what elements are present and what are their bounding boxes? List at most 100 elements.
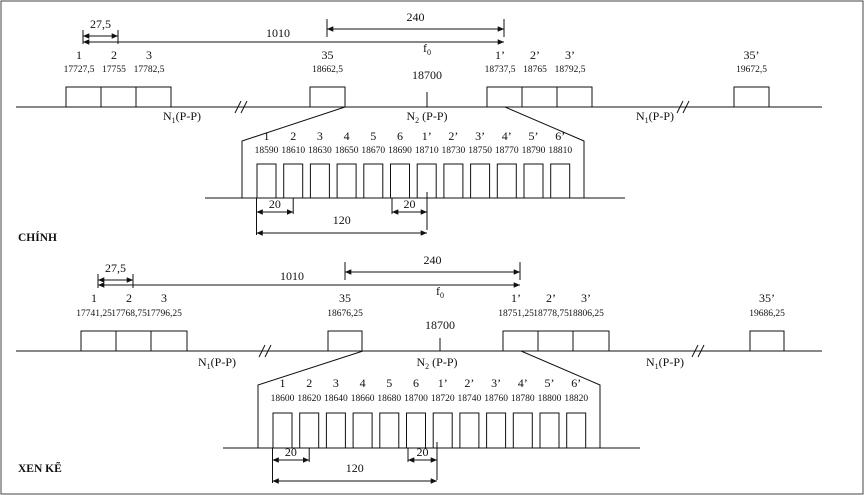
zoom-channel-number: 2 <box>306 376 312 390</box>
zoom-channel-2: 2 18620 <box>297 376 321 449</box>
zoom-channel-8: 2’18730 <box>442 129 466 199</box>
zoom-left-edge <box>241 106 346 198</box>
zoom-dim-20-right-label: 20 <box>417 445 429 459</box>
zoom-channel-frequency: 18690 <box>388 146 412 156</box>
zoom-channel-number: 2 <box>290 129 296 143</box>
zoom-dim-20-left-label: 20 <box>285 445 297 459</box>
channel-number: 35 <box>339 291 351 305</box>
channel-number: 35 <box>322 48 334 62</box>
zoom-channel-box <box>283 163 304 199</box>
channel-8: 35’19686,25 <box>749 291 785 352</box>
channel-box <box>733 86 770 108</box>
channel-box <box>65 86 102 108</box>
channel-frequency: 18806,25 <box>568 309 604 319</box>
zoom-channel-number: 6’ <box>571 376 581 390</box>
channel-frequency: 17727,5 <box>64 65 95 75</box>
channel-number: 35’ <box>744 48 760 62</box>
dim-240-label: 240 <box>407 10 425 24</box>
channel-6: 2’18765 <box>521 48 558 108</box>
zoom-channel-box <box>566 412 587 449</box>
channel-box <box>309 86 346 108</box>
channel-frequency: 17755 <box>102 65 126 75</box>
zoom-channel-number: 4’ <box>502 129 512 143</box>
zoom-left-edge <box>257 350 364 448</box>
zoom-channel-frequency: 18590 <box>255 146 279 156</box>
zoom-channel-frequency: 18750 <box>468 146 492 156</box>
channel-frequency: 18778,75 <box>533 309 569 319</box>
zoom-channel-box <box>443 163 464 199</box>
zoom-channel-frequency: 18650 <box>335 146 359 156</box>
center-frequency: 18700 <box>412 68 442 82</box>
zoom-channel-number: 1’ <box>438 376 448 390</box>
zoom-channel-number: 4’ <box>518 376 528 390</box>
zoom-channel-box <box>432 412 453 449</box>
zoom-channel-number: 2’ <box>464 376 474 390</box>
channel-box <box>749 330 785 352</box>
channel-frequency: 17782,5 <box>134 65 165 75</box>
zoom-channel-8: 2’ 18740 <box>458 376 482 449</box>
zoom-channel-number: 5’ <box>545 376 555 390</box>
channel-frequency: 19686,25 <box>749 309 785 319</box>
zoom-channel-number: 3 <box>317 129 323 143</box>
axis-break-mark <box>258 344 272 358</box>
zoom-channel-12: 6’18810 <box>548 129 572 199</box>
zoom-channel-frequency: 18660 <box>351 394 375 404</box>
zoom-channel-number: 3’ <box>475 129 485 143</box>
channel-number: 3 <box>161 291 167 305</box>
channel-8: 35’19672,5 <box>733 48 770 108</box>
zoom-dim-20-left-label: 20 <box>269 197 281 211</box>
channel-box <box>572 330 610 352</box>
zoom-channel-number: 5’ <box>529 129 539 143</box>
channel-number: 2 <box>126 291 132 305</box>
zoom-channel-box <box>336 163 357 199</box>
zoom-channel-frequency: 18730 <box>442 146 466 156</box>
break-stroke <box>234 100 242 114</box>
zoom-channel-frequency: 18810 <box>548 146 572 156</box>
zoom-detail: 1185902186103186304186505186706186901’18… <box>205 106 625 236</box>
center-frequency: 18700 <box>425 318 455 332</box>
zoom-channel-frequency: 18710 <box>415 146 439 156</box>
channel-frequency: 18662,5 <box>312 65 343 75</box>
zoom-channel-box <box>550 163 571 199</box>
zoom-channel-frequency: 18780 <box>511 394 535 404</box>
zoom-channel-box <box>256 163 277 199</box>
zoom-channel-7: 1’ 18720 <box>431 376 455 449</box>
zoom-channel-frequency: 18740 <box>458 394 482 404</box>
zoom-channel-number: 4 <box>344 129 350 143</box>
zoom-channel-box <box>352 412 373 449</box>
n2-label: N2 (P-P) <box>406 109 447 125</box>
channel-frequency: 17741,25 <box>76 309 112 319</box>
channel-number: 2’ <box>530 48 540 62</box>
zoom-dim-120-label: 120 <box>346 461 364 475</box>
axis-break-mark <box>676 100 690 114</box>
zoom-channel-frequency: 18820 <box>564 394 588 404</box>
zoom-channel-frequency: 18620 <box>297 394 321 404</box>
break-stroke <box>691 344 699 358</box>
zoom-channel-12: 6’ 18820 <box>564 376 588 449</box>
dim-1010-label: 1010 <box>266 26 290 40</box>
channel-number: 1’ <box>511 291 521 305</box>
channel-7: 3’18806,25 <box>568 291 610 352</box>
zoom-channel-box <box>299 412 320 449</box>
channel-frequency: 18792,5 <box>555 65 586 75</box>
channel-box <box>80 330 118 352</box>
zoom-channel-box <box>459 412 480 449</box>
axis-break-mark <box>234 100 248 114</box>
zoom-channel-10: 4’ 18780 <box>511 376 535 449</box>
zoom-channel-box <box>486 412 507 449</box>
f0-label: f0 <box>423 41 431 57</box>
zoom-channel-frequency: 18790 <box>522 146 546 156</box>
channel-number: 1 <box>91 291 97 305</box>
break-stroke <box>240 100 248 114</box>
zoom-dim-20-right-label: 20 <box>404 197 416 211</box>
zoom-channel-frequency: 18720 <box>431 394 455 404</box>
zoom-channel-frequency: 18800 <box>538 394 562 404</box>
break-stroke <box>697 344 705 358</box>
zoom-channel-number: 4 <box>360 376 366 390</box>
